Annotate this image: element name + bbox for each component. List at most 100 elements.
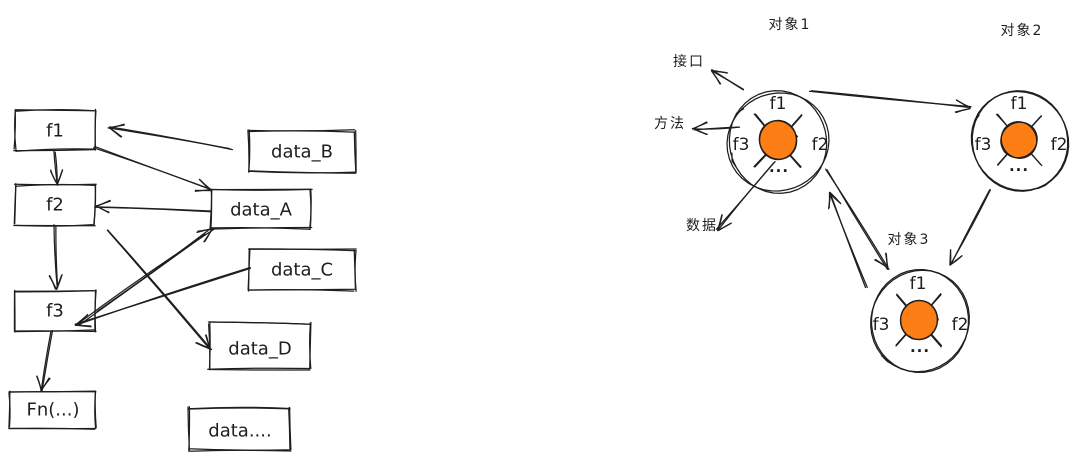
function-label-f3: f3 [46, 301, 64, 322]
object-3-member-top: f1 [910, 274, 927, 294]
object-3-outer-circle-outline [870, 268, 970, 374]
data-label-more: data.... [208, 421, 271, 442]
arrow-data-b-to-f1-arrowhead [108, 127, 122, 138]
data-box-d-frame-outline [207, 321, 312, 370]
data-label-c: data_C [271, 260, 333, 281]
function-box-f1-frame-outline [14, 108, 97, 152]
arrow-object-1-to-method-shaft [691, 126, 741, 130]
data-label-d: data_D [228, 339, 291, 360]
function-box-f3-frame [13, 289, 97, 333]
object-2: f1 f2 f3 ... [970, 90, 1070, 192]
arrow-object-1-to-object-3-shaft [824, 168, 890, 271]
arrow-object-1-to-object-2-arrowhead [956, 99, 971, 109]
arrow-object-1-to-method-arrowhead [692, 122, 708, 130]
connector-f3-data-a [96, 233, 207, 313]
object-1-outer-circle [726, 90, 830, 194]
annotation-method: 方法 [654, 116, 686, 132]
object-2-member-ellipsis: ... [1009, 157, 1029, 175]
object-3: f1 f2 f3 ... [870, 268, 970, 374]
function-box-f1-frame [13, 108, 97, 152]
object-diagram: 对象1 对象2 对象3 接口 方法 数据 f1 f2 f3 ... [654, 17, 1070, 374]
arrow-f3-to-data-a-arrowhead [204, 228, 213, 243]
data-box-d: data_D [207, 321, 312, 371]
arrow-f2-to-data-d-shaft [106, 229, 211, 350]
data-box-more-frame-outline [187, 406, 292, 452]
arrow-object-1-to-data-shaft [715, 162, 775, 230]
data-label-b: data_B [271, 142, 333, 163]
function-label-fn: Fn(...) [27, 400, 80, 421]
object-2-outer-circle-outline [970, 90, 1070, 192]
arrow-data-b-to-f1 [107, 123, 234, 151]
arrow-data-a-to-f2-shaft [93, 206, 212, 212]
annotation-interface: 接口 [673, 53, 705, 70]
connector-f3-data-a-shaft [96, 233, 206, 313]
object-1-member-left: f3 [733, 135, 750, 155]
arrow-object-3-to-object-1-arrowhead [829, 191, 842, 205]
arrow-object-3-to-object-1-shaft [829, 193, 867, 289]
arrow-data-c-to-f3 [74, 266, 251, 328]
arrow-object-1-to-data-arrowhead [717, 214, 723, 231]
arrow-f2-to-f3-shaft [53, 224, 58, 289]
function-box-fn-frame-outline [8, 390, 97, 430]
object-2-member-right: f2 [1051, 135, 1068, 155]
arrow-f3-to-fn-arrowhead [40, 377, 51, 392]
arrow-f1-to-f2 [50, 150, 64, 186]
arrow-data-b-to-f1-shaft [107, 127, 231, 150]
arrow-f1-to-f2-arrowhead [56, 169, 64, 186]
arrow-object-2-to-object-3-arrowhead [949, 255, 963, 266]
arrow-f2-to-data-d-arrowhead [195, 342, 211, 350]
object-3-member-right: f2 [952, 315, 969, 335]
data-box-more: data.... [187, 406, 292, 452]
object-1-outer-circle-outline [726, 92, 830, 192]
function-box-f3: f3 [13, 289, 97, 333]
data-box-b: data_B [247, 129, 357, 174]
object-3-outer-circle [870, 268, 970, 374]
arrow-object-1-to-method-arrowhead [691, 127, 708, 136]
function-box-f2: f2 [13, 183, 97, 227]
arrow-object-1-to-data-arrowhead [716, 222, 732, 232]
object-1-member-right: f2 [812, 135, 829, 155]
arrow-object-1-to-object-3 [824, 168, 890, 271]
arrow-f2-to-f3-arrowhead [55, 274, 63, 291]
data-box-d-frame [207, 321, 312, 371]
arrow-f2-to-data-d [106, 229, 213, 351]
object-3-title: 对象3 [888, 232, 931, 248]
arrow-f3-to-fn-arrowhead [36, 375, 43, 392]
arrow-f1-to-data-a-arrowhead [198, 178, 211, 191]
arrow-f1-to-data-a [92, 145, 213, 192]
arrow-f2-to-f3-arrowhead [48, 275, 57, 290]
function-box-fn-frame [8, 390, 97, 430]
arrow-data-a-to-f2 [93, 199, 212, 214]
object-2-outer-circle [970, 90, 1070, 192]
arrow-f1-to-f2-shaft [54, 151, 58, 184]
arrow-data-c-to-f3-shaft [74, 267, 251, 325]
arrow-object-3-to-object-1 [827, 191, 868, 289]
arrow-data-a-to-f2-arrowhead [95, 200, 112, 207]
arrow-data-c-to-f3-arrowhead [75, 324, 92, 327]
procedural-arrows [36, 123, 251, 393]
data-box-a-frame [209, 188, 313, 230]
function-box-f2-frame-outline [13, 183, 97, 227]
function-box-f2-frame [13, 183, 97, 227]
function-box-f3-frame-outline [13, 289, 97, 333]
data-box-c-frame-outline [247, 248, 357, 291]
arrow-f2-to-f3 [48, 224, 63, 291]
data-box-c: data_C [247, 248, 357, 292]
arrow-object-1-to-interface [710, 68, 745, 91]
arrow-object-2-to-object-3-shaft [950, 189, 991, 265]
arrow-object-1-to-object-3-arrowhead [885, 252, 889, 269]
arrow-f3-to-fn-shaft [41, 329, 54, 393]
function-label-f1: f1 [46, 121, 64, 142]
object-1-outer-circle-outline [728, 90, 828, 194]
function-box-f1: f1 [13, 108, 97, 152]
function-box-fn: Fn(...) [8, 390, 97, 430]
data-box-c-frame [247, 248, 357, 292]
arrow-object-1-to-object-2-arrowhead [955, 107, 971, 114]
arrow-object-1-to-interface-arrowhead [710, 70, 727, 74]
arrow-object-1-to-interface-arrowhead [711, 70, 721, 85]
arrow-data-a-to-f2-arrowhead [95, 205, 110, 214]
data-box-b-frame [247, 129, 357, 174]
object-2-title: 对象2 [1001, 23, 1044, 39]
data-box-a: data_A [209, 188, 313, 230]
